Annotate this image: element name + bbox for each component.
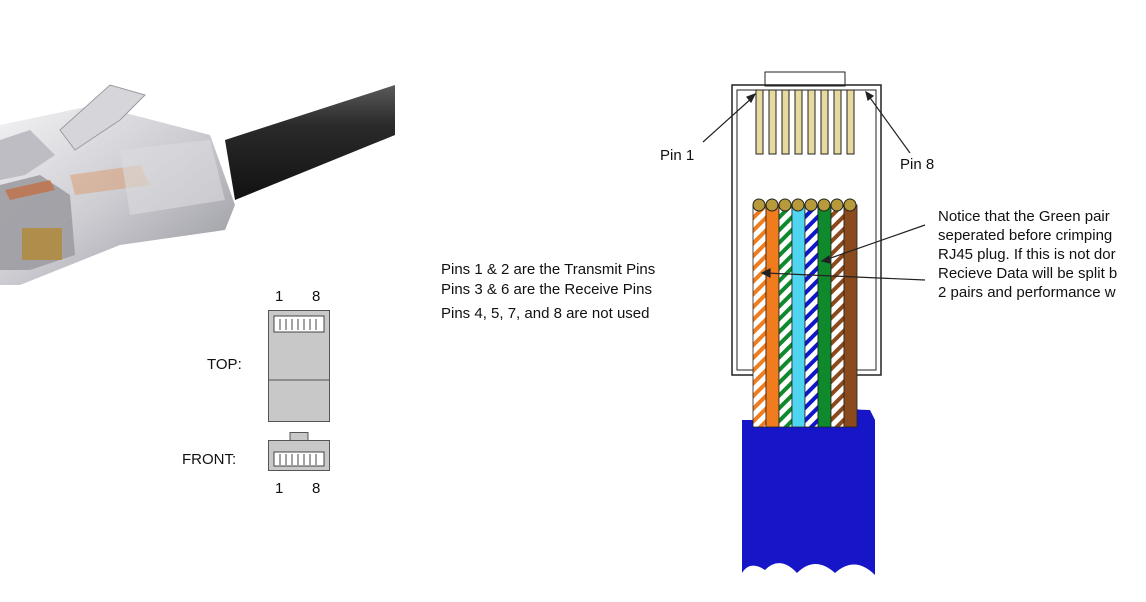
wire-ends <box>752 198 857 212</box>
pin-info-line-3: Pins 4, 5, 7, and 8 are not used <box>441 305 650 322</box>
note-line-3: RJ45 plug. If this is not dor <box>938 246 1116 263</box>
note-line-1: Notice that the Green pair <box>938 208 1110 225</box>
pin-8-label: Pin 8 <box>900 156 935 173</box>
plug-front-view <box>268 432 330 471</box>
pin-1-label: Pin 1 <box>660 147 695 164</box>
front-pin-8-label: 8 <box>312 480 321 497</box>
note-line-2: seperated before crimping <box>938 227 1113 244</box>
pin-info-line-1: Pins 1 & 2 are the Transmit Pins <box>441 261 656 278</box>
pin-info: Pins 1 & 2 are the Transmit Pins Pins 3 … <box>441 260 655 324</box>
wire-orange <box>765 204 780 428</box>
wire-brown-white <box>830 204 845 428</box>
top-pin-1-label: 1 <box>275 288 284 305</box>
wire-brown <box>843 204 858 428</box>
plug-top-view <box>268 310 330 422</box>
pin-info-line-2: Pins 3 & 6 are the Receive Pins <box>441 281 652 298</box>
note-line-5: 2 pairs and performance w <box>938 284 1116 301</box>
wire-blue <box>791 204 806 428</box>
gold-contacts <box>755 89 855 155</box>
note-line-4: Recieve Data will be split b <box>938 265 1118 282</box>
wiring-note: Notice that the Green pair seperated bef… <box>938 207 1117 302</box>
wire-orange-white <box>752 204 767 428</box>
wire-green-white <box>778 204 793 428</box>
front-view-label: FRONT: <box>182 451 237 468</box>
front-pin-1-label: 1 <box>275 480 284 497</box>
rj45-wiring-diagram <box>702 71 926 575</box>
top-view-label: TOP: <box>207 356 242 373</box>
cable-jacket <box>742 395 875 575</box>
rj45-connector-photo <box>0 84 395 285</box>
wire-blue-white <box>804 204 819 428</box>
top-pin-8-label: 8 <box>312 288 321 305</box>
wire-green <box>817 204 832 428</box>
